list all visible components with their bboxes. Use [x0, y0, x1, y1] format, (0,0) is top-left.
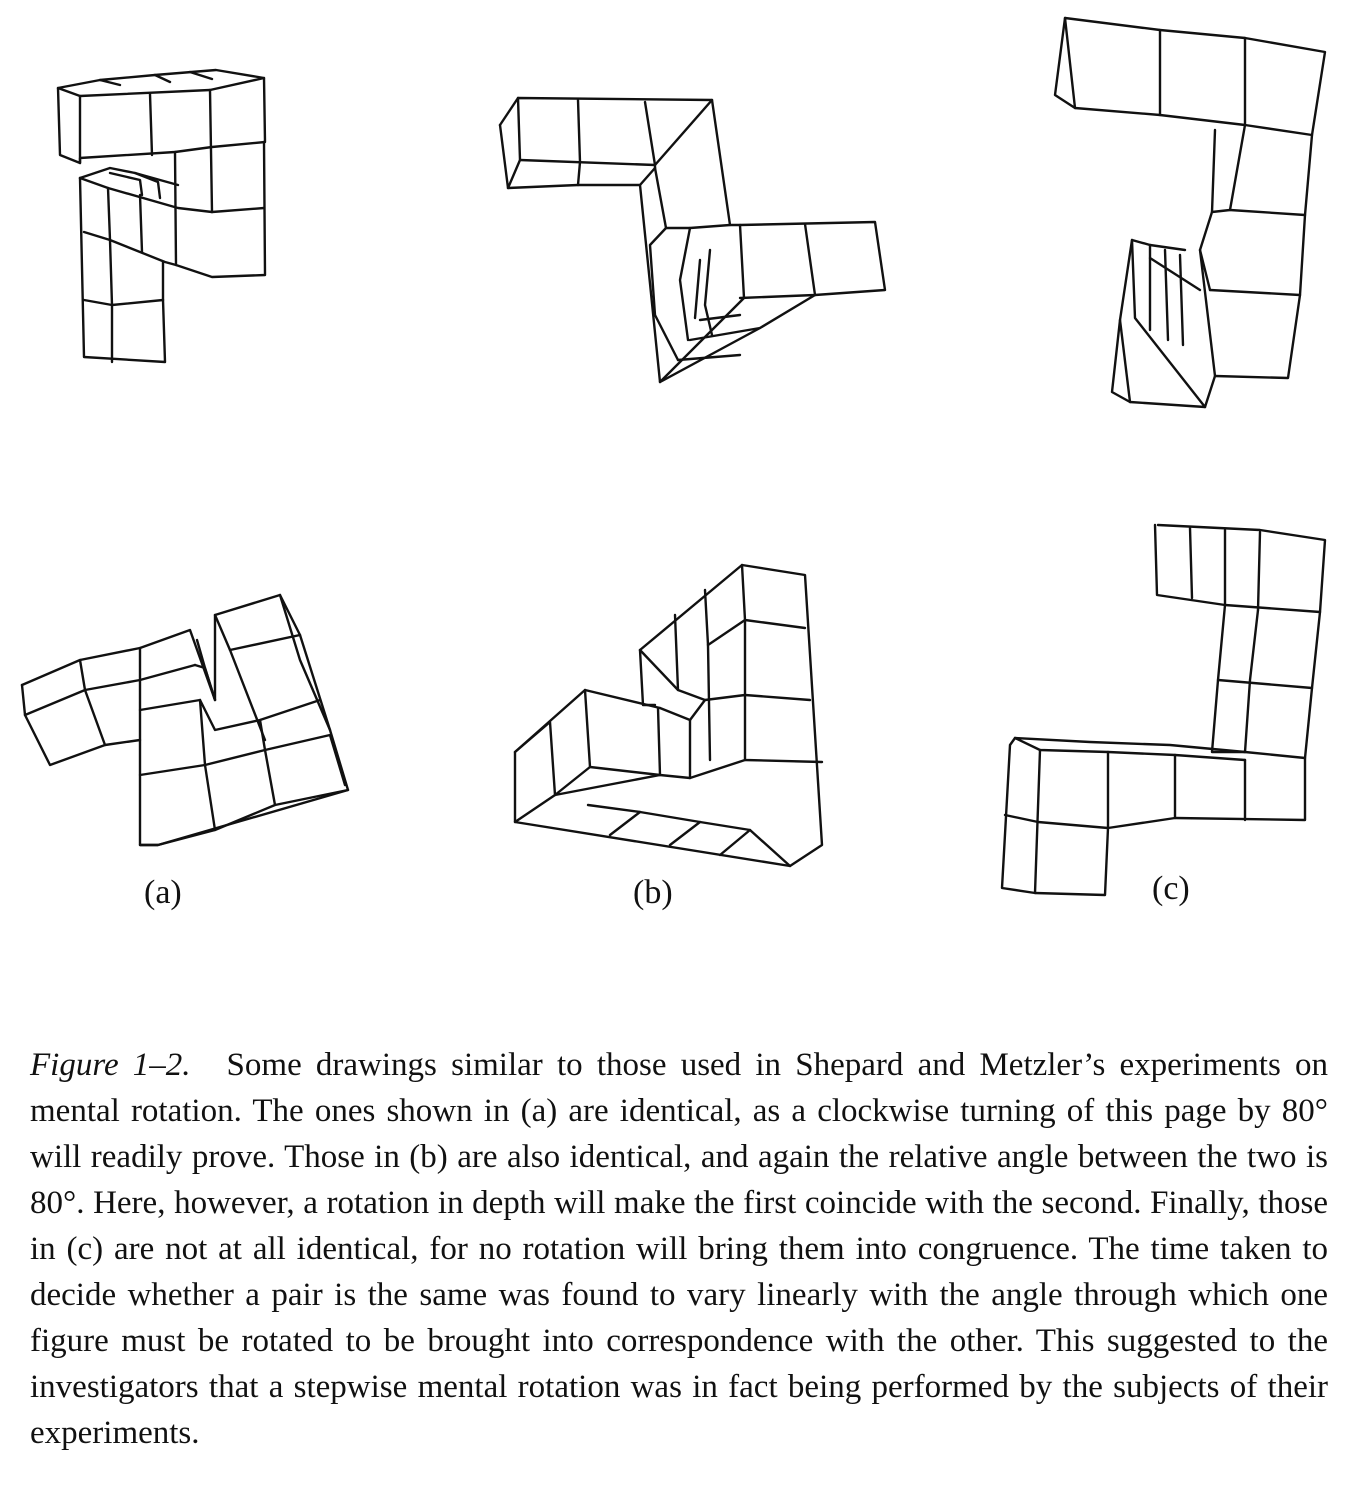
figure-1-2: (a) (b) (c): [20, 16, 1327, 911]
block-figure-b-top: [498, 96, 887, 384]
panel-label-a: (a): [144, 874, 182, 911]
panel-label-c: (c): [1152, 870, 1190, 907]
figure-reference: Figure 1–2.: [30, 1047, 191, 1083]
block-figure-a-top: [56, 68, 267, 364]
figure-drawings: [20, 16, 1327, 897]
block-figure-b-bottom: [513, 563, 824, 868]
caption-text: Some drawings similar to those used in S…: [30, 1047, 1328, 1451]
figure-caption: Figure 1–2.Some drawings similar to thos…: [30, 1042, 1328, 1456]
block-figure-a-bottom: [20, 593, 350, 847]
block-figure-c-top: [1053, 16, 1327, 409]
block-figure-c-bottom: [1000, 523, 1327, 897]
panel-label-b: (b): [633, 874, 673, 911]
